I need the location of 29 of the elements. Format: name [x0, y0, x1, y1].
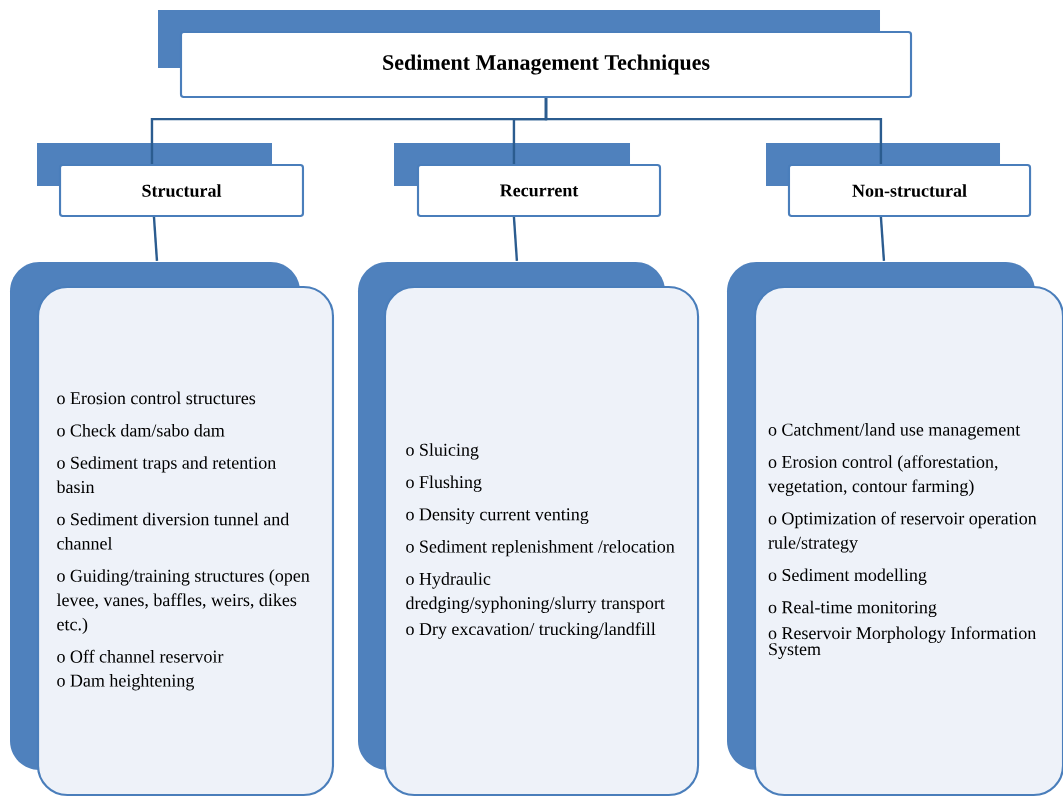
- connector-line: [152, 216, 159, 262]
- list-item: o Erosion control (afforestation, vegetation, contour farming): [768, 455, 998, 496]
- list-item: o Density current venting: [406, 508, 589, 525]
- connector-line: [544, 98, 883, 164]
- list-item: o Check dam/sabo dam: [57, 423, 225, 437]
- connector-line: [879, 216, 886, 262]
- list-item: o Catchment/land use management: [768, 423, 1021, 440]
- list-item: o Erosion control structures: [57, 391, 256, 405]
- list-item: o Guiding/training structures (open levee, vanes, baffles, weirs, dikes etc.): [56, 569, 310, 635]
- list-box: [727, 262, 1063, 797]
- title-box: Sediment Management Techniques: [158, 10, 913, 99]
- list-item: o Dam heightening: [57, 674, 194, 691]
- list-item: o Sediment diversion tunnel and channel: [57, 512, 290, 550]
- category-box: Recurrent: [394, 143, 662, 218]
- list-item: o Sediment modelling: [768, 568, 927, 585]
- list-item: o Sluicing: [406, 443, 479, 460]
- category-box: Structural: [37, 143, 305, 218]
- category-box: Non-structural: [766, 143, 1032, 218]
- list-item: o Optimization of reservoir operation rule/strategy: [768, 511, 1037, 553]
- connector-line: [512, 216, 519, 262]
- list-item: o Real-time monitoring: [768, 600, 937, 618]
- list-box: [358, 262, 700, 797]
- list-box: [10, 262, 335, 797]
- list-item: o Dry excavation/ trucking/landfill: [406, 622, 656, 639]
- list-item: o Sediment traps and retention basin: [56, 456, 276, 494]
- list-item: o Sediment replenishment /relocation: [406, 540, 675, 557]
- list-item: o Off channel reservoir: [57, 649, 224, 663]
- list-item: o Reservoir Morphology Information System: [768, 626, 1036, 659]
- list-item: o Flushing: [406, 475, 482, 492]
